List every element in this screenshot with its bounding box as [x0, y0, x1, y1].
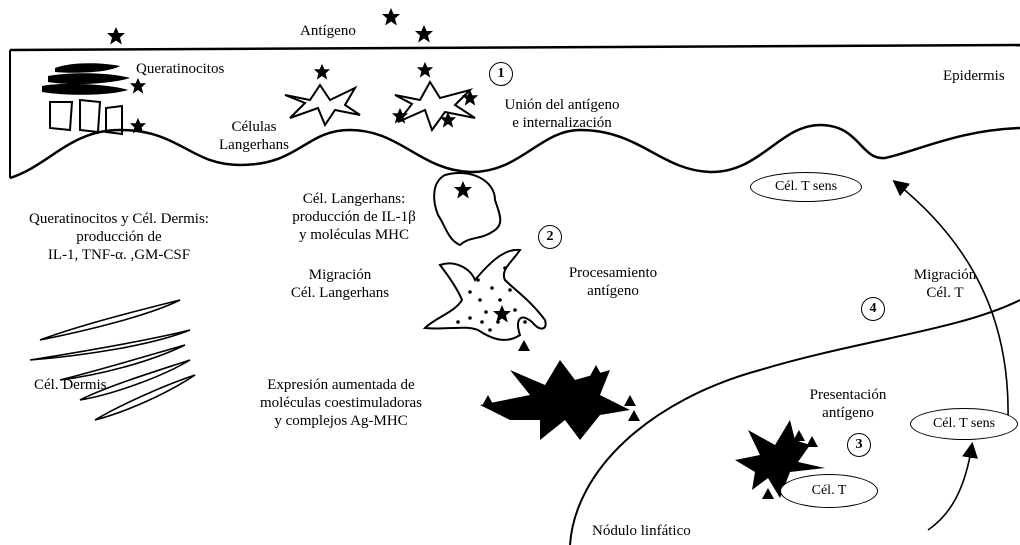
step1-text: Unión del antígeno e internalización — [487, 96, 637, 132]
keratinocytes-shape — [42, 63, 130, 134]
langerhans-cell-rounded — [434, 173, 500, 245]
costim-line1: Expresión aumentada de — [232, 376, 450, 394]
step1-line2: e internalización — [487, 114, 637, 132]
langerhans-production-line3: y moléculas MHC — [268, 226, 440, 244]
step-3-marker: 3 — [847, 433, 871, 457]
epidermis-label: Epidermis — [943, 67, 1005, 85]
t-sens-cell-right: Cél. T sens — [910, 408, 1018, 440]
dermis-cells-label: Cél. Dermis — [34, 376, 107, 394]
lc-migration-line1: Migración — [272, 266, 408, 284]
langerhans-cells-label: Células Langerhans — [212, 118, 296, 154]
antigen-presentation-label: Presentación antígeno — [796, 386, 900, 422]
costim-line3: y complejos Ag-MHC — [232, 412, 450, 430]
t-migration-line2: Cél. T — [900, 284, 990, 302]
node-arrow — [928, 445, 972, 530]
migrating-langerhans-cell — [425, 250, 546, 340]
dermis-cells-shape — [30, 300, 195, 420]
step-4-marker: 4 — [861, 297, 885, 321]
mature-dendritic-cell — [480, 340, 640, 440]
antigen-processing-line1: Procesamiento — [548, 264, 678, 282]
lc-migration-line2: Cél. Langerhans — [272, 284, 408, 302]
langerhans-cells-line1: Células — [212, 118, 296, 136]
antigen-processing-label: Procesamiento antígeno — [548, 264, 678, 300]
kerat-dermis-line3: IL-1, TNF-α. ,GM-CSF — [2, 246, 236, 264]
antigen-presentation-line2: antígeno — [796, 404, 900, 422]
langerhans-production-line1: Cél. Langerhans: — [268, 190, 440, 208]
step1-line1: Unión del antígeno — [487, 96, 637, 114]
t-migration-label: Migración Cél. T — [900, 266, 990, 302]
step-2-marker: 2 — [538, 225, 562, 249]
langerhans-production-line2: producción de IL-1β — [268, 208, 440, 226]
langerhans-cells-line2: Langerhans — [212, 136, 296, 154]
antigen-label: Antígeno — [300, 22, 356, 40]
kerat-dermis-production-label: Queratinocitos y Cél. Dermis: producción… — [2, 210, 236, 264]
lymph-node-label: Nódulo linfático — [592, 522, 691, 540]
t-sens-cell-top: Cél. T sens — [750, 172, 862, 202]
step-1-marker: 1 — [489, 62, 513, 86]
lc-migration-label: Migración Cél. Langerhans — [272, 266, 408, 302]
antigen-presentation-line1: Presentación — [796, 386, 900, 404]
costim-line2: moléculas coestimuladoras — [232, 394, 450, 412]
langerhans-production-label: Cél. Langerhans: producción de IL-1β y m… — [268, 190, 440, 244]
keratinocytes-label: Queratinocitos — [136, 60, 224, 78]
costim-expression-label: Expresión aumentada de moléculas coestim… — [232, 376, 450, 430]
antigen-processing-line2: antígeno — [548, 282, 678, 300]
kerat-dermis-line2: producción de — [2, 228, 236, 246]
t-cell: Cél. T — [780, 474, 878, 508]
kerat-dermis-line1: Queratinocitos y Cél. Dermis: — [2, 210, 236, 228]
t-migration-line1: Migración — [900, 266, 990, 284]
